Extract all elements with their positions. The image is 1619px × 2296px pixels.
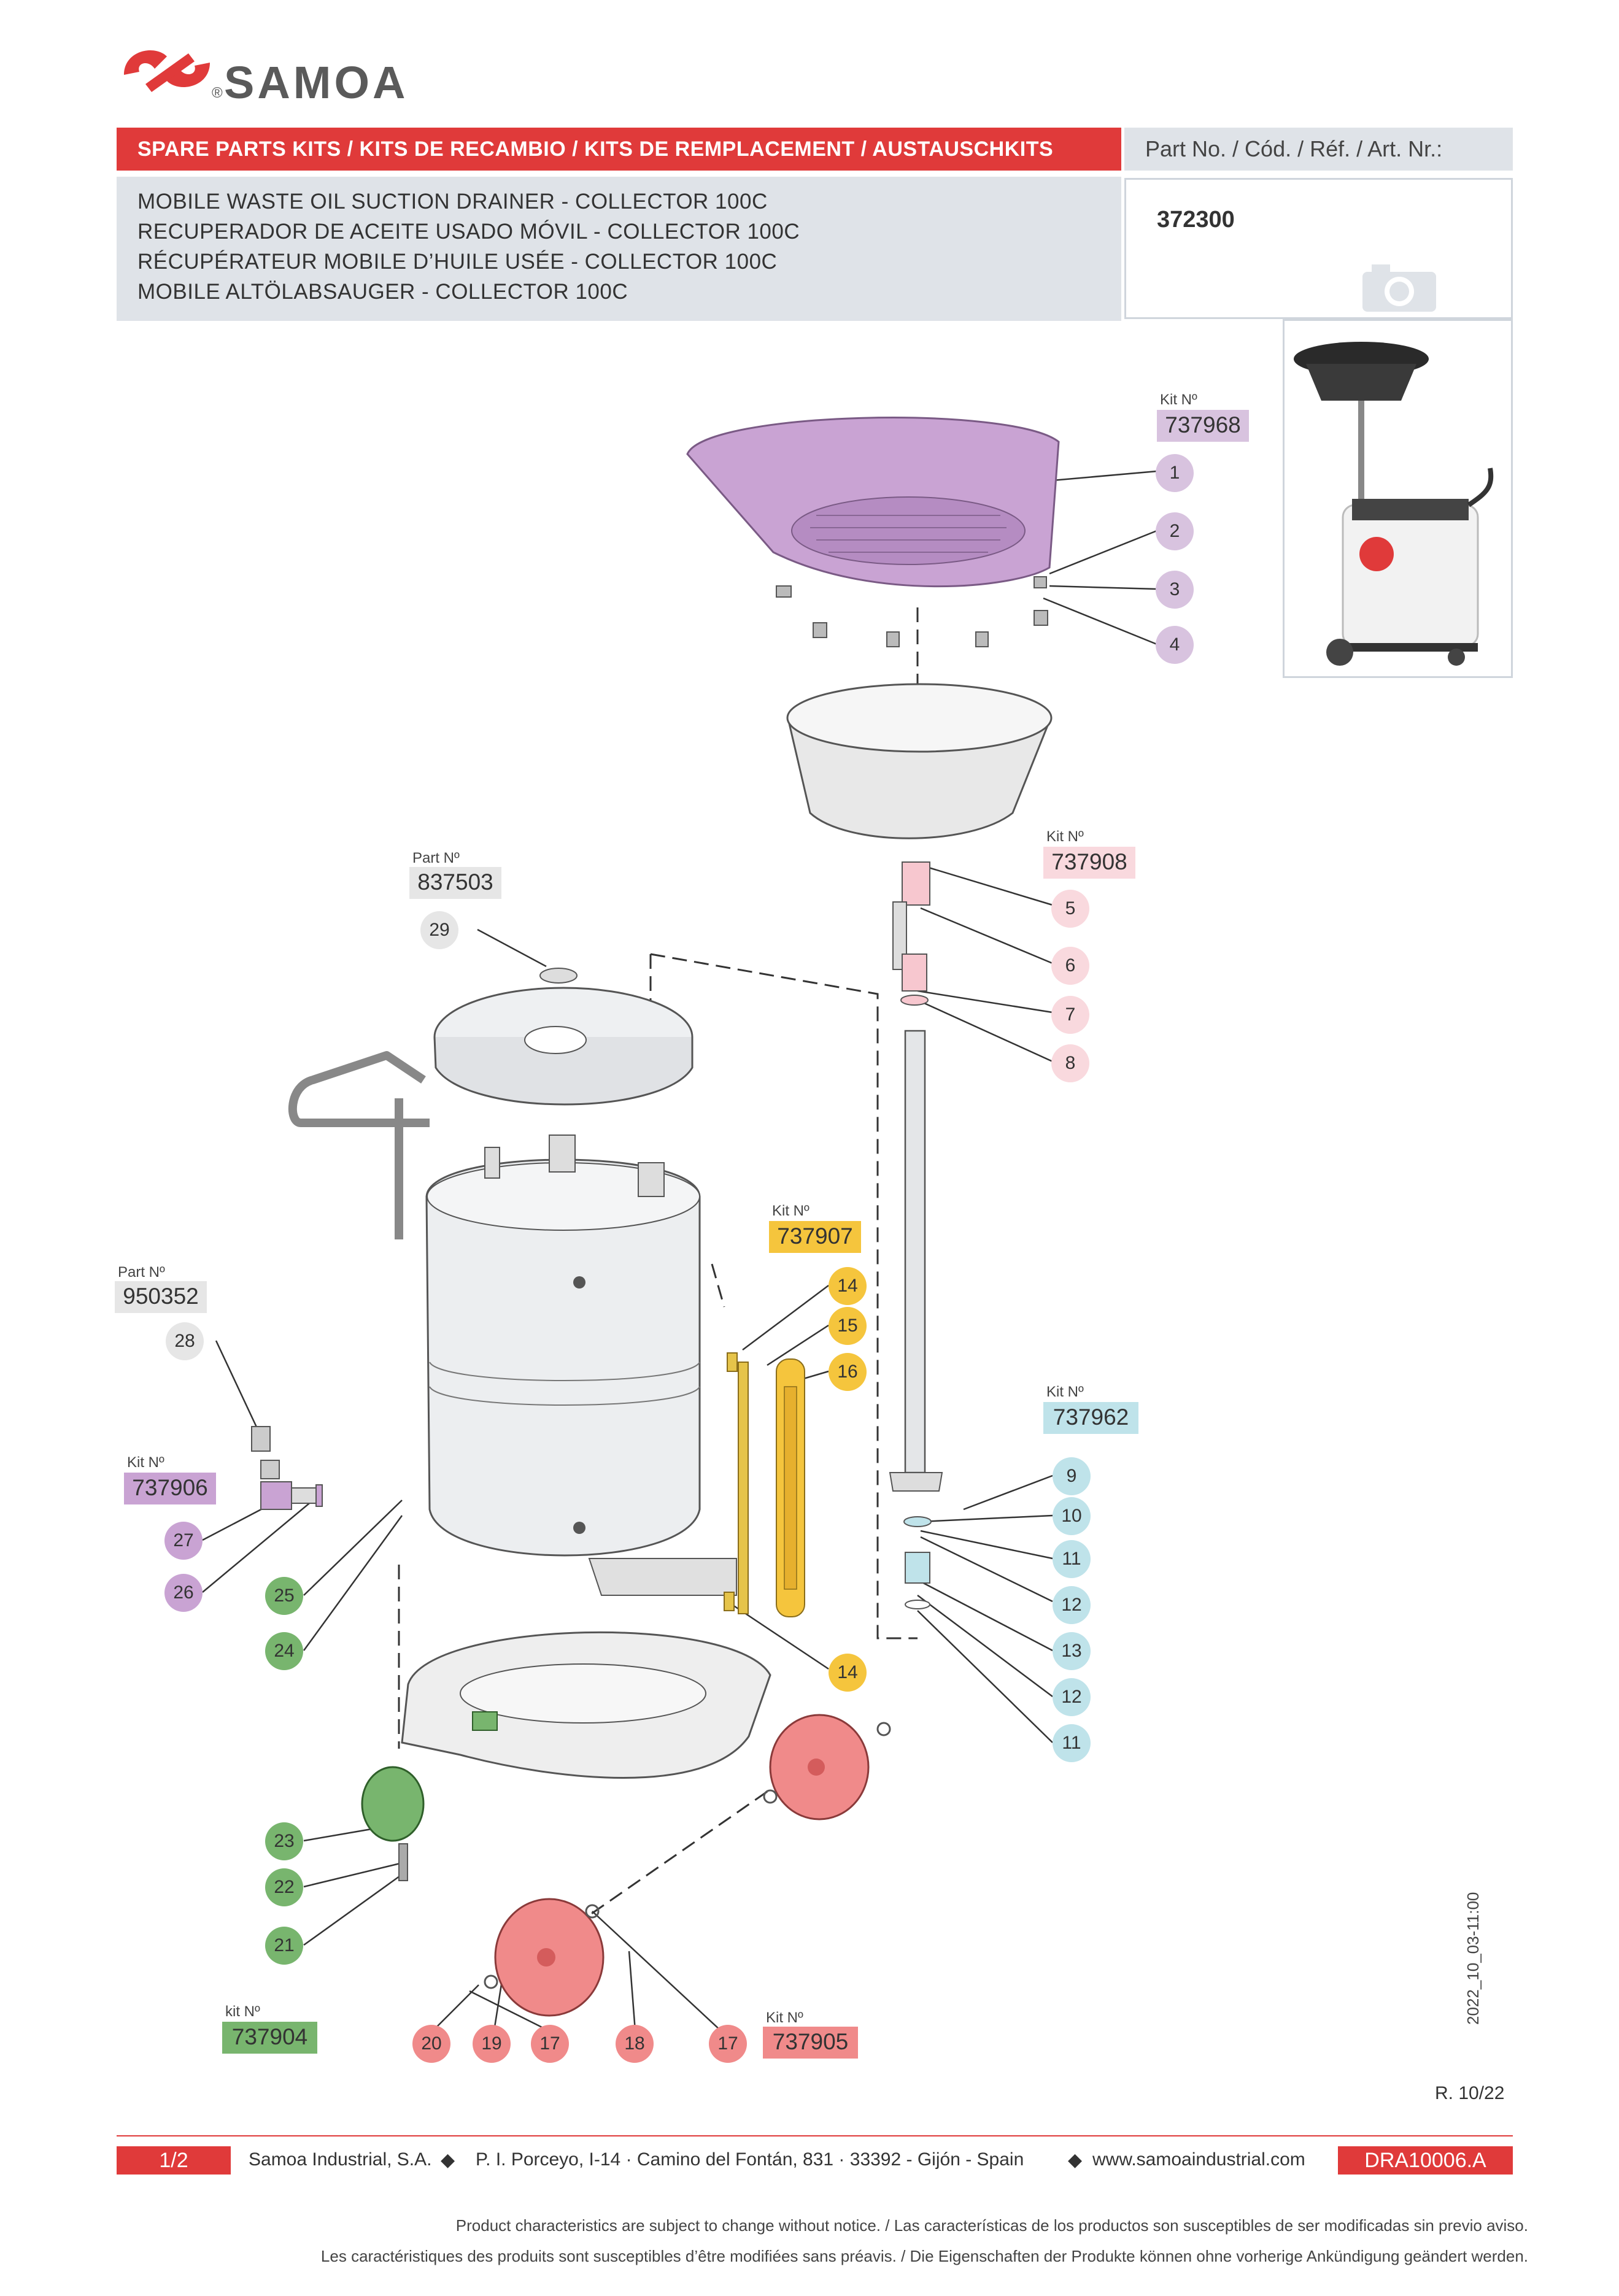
footer-address: P. I. Porceyo, I-14 · Camino del Fontán,…	[476, 2149, 1024, 2170]
part-no-value: 372300	[1157, 207, 1235, 233]
kit-737908: 737908	[1043, 847, 1135, 879]
callout-17-left: 17	[531, 2025, 569, 2063]
callout-2: 2	[1156, 512, 1194, 550]
callout-23: 23	[265, 1822, 303, 1860]
part-837503: 837503	[409, 867, 501, 899]
callout-1: 1	[1156, 454, 1194, 492]
callout-4: 4	[1156, 626, 1194, 664]
product-line-de: MOBILE ALTÖLABSAUGER - COLLECTOR 100C	[137, 280, 628, 304]
callout-25: 25	[265, 1577, 303, 1615]
product-line-en: MOBILE WASTE OIL SUCTION DRAINER - COLLE…	[137, 190, 768, 214]
registered-mark: ®	[212, 85, 223, 101]
callout-22: 22	[265, 1868, 303, 1906]
callout-5: 5	[1051, 890, 1089, 928]
callout-20: 20	[412, 2025, 450, 2063]
kit-737907: 737907	[769, 1221, 861, 1253]
callout-26: 26	[164, 1574, 203, 1612]
callout-7: 7	[1051, 996, 1089, 1034]
part-950352-prefix: Part Nº	[118, 1264, 165, 1281]
samoa-logo-icon	[124, 50, 210, 92]
kit-737905: 737905	[763, 2027, 858, 2059]
callout-21: 21	[265, 1927, 303, 1965]
callout-28: 28	[166, 1322, 204, 1360]
brand-name: SAMOA	[224, 57, 409, 108]
page-number: 1/2	[117, 2146, 231, 2175]
kit-737904: 737904	[222, 2022, 317, 2054]
callout-12-bottom: 12	[1053, 1678, 1091, 1716]
part-837503-prefix: Part Nº	[412, 850, 460, 866]
callout-11-bottom: 11	[1053, 1724, 1091, 1762]
kit-737968: 737968	[1157, 410, 1249, 442]
callout-27: 27	[164, 1522, 203, 1560]
kits-title-bar: SPARE PARTS KITS / KITS DE RECAMBIO / KI…	[117, 128, 1121, 171]
callout-13: 13	[1053, 1632, 1091, 1670]
product-line-fr: RÉCUPÉRATEUR MOBILE D’HUILE USÉE - COLLE…	[137, 250, 778, 274]
kit-737962: 737962	[1043, 1402, 1138, 1434]
revision: R. 10/22	[1435, 2083, 1505, 2103]
callout-3: 3	[1156, 571, 1194, 609]
disclaimer-line-1: Product characteristics are subject to c…	[455, 2216, 1528, 2235]
footer-separator-2: ◆	[1068, 2150, 1083, 2170]
product-title-box: MOBILE WASTE OIL SUCTION DRAINER - COLLE…	[117, 177, 1121, 321]
callout-14-top: 14	[829, 1267, 867, 1305]
camera-icon	[1362, 264, 1436, 312]
callout-12-top: 12	[1053, 1586, 1091, 1624]
part-no-box: 372300	[1124, 178, 1513, 319]
callout-10: 10	[1053, 1497, 1091, 1535]
callout-9: 9	[1053, 1457, 1091, 1495]
callout-8: 8	[1051, 1044, 1089, 1082]
kit-737904-prefix: kit Nº	[225, 2003, 260, 2020]
callout-29: 29	[420, 911, 458, 949]
footer-website[interactable]: www.samoaindustrial.com	[1092, 2149, 1305, 2170]
part-no-label: Part No. / Cód. / Réf. / Art. Nr.:	[1124, 128, 1513, 171]
callout-15: 15	[829, 1307, 867, 1345]
callout-11-top: 11	[1053, 1540, 1091, 1578]
footer-divider	[117, 2135, 1513, 2136]
doc-code: DRA10006.A	[1338, 2146, 1513, 2175]
part-no-label-text: Part No. / Cód. / Réf. / Art. Nr.:	[1145, 136, 1443, 161]
product-photo-drawing	[1294, 342, 1494, 666]
callout-19: 19	[473, 2025, 511, 2063]
product-photo	[1283, 319, 1513, 678]
kit-737906: 737906	[124, 1473, 216, 1504]
footer-separator-1: ◆	[441, 2150, 455, 2170]
kit-737908-prefix: Kit Nº	[1046, 828, 1084, 845]
kit-737906-prefix: Kit Nº	[127, 1454, 164, 1471]
callout-17-right: 17	[709, 2025, 747, 2063]
callout-16: 16	[829, 1353, 867, 1391]
kit-737968-prefix: Kit Nº	[1160, 391, 1197, 408]
disclaimer-line-2: Les caractéristiques des produits sont s…	[320, 2247, 1528, 2265]
footer-company: Samoa Industrial, S.A.	[249, 2149, 432, 2170]
part-950352: 950352	[115, 1281, 207, 1313]
callout-24: 24	[265, 1632, 303, 1670]
kit-737905-prefix: Kit Nº	[766, 2009, 803, 2026]
product-line-es: RECUPERADOR DE ACEITE USADO MÓVIL - COLL…	[137, 220, 800, 244]
kit-737962-prefix: Kit Nº	[1046, 1384, 1084, 1400]
callout-18: 18	[616, 2025, 654, 2063]
kits-title: SPARE PARTS KITS / KITS DE RECAMBIO / KI…	[137, 137, 1054, 161]
kit-737907-prefix: Kit Nº	[772, 1203, 810, 1219]
callout-14-bottom: 14	[829, 1654, 867, 1692]
callout-6: 6	[1051, 947, 1089, 985]
date-stamp: 2022_10_03-11:00	[1464, 1892, 1482, 2025]
